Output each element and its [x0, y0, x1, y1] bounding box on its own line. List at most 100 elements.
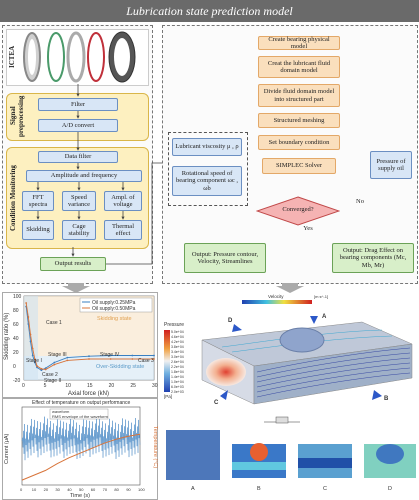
- skidding-x-tick: 20: [109, 383, 115, 389]
- output-drag-step: Output: Drag Effect on bearing component…: [332, 243, 414, 273]
- pressure-tick: 2.6e+04: [171, 360, 184, 364]
- over-skidding-label: Over-Skidding state: [96, 364, 144, 370]
- skidding-point: [88, 355, 90, 358]
- bearing-rings-icon: [23, 31, 136, 83]
- velocity-unit: [m s^-1]: [314, 294, 328, 299]
- marker-d: D: [228, 318, 233, 324]
- speed-variance-step: Speed variance: [62, 191, 96, 211]
- temperature-chart: Effect of temperature on output performa…: [4, 400, 158, 499]
- skidding-series-line-2: [25, 302, 154, 370]
- skidding-point: [40, 369, 43, 372]
- pressure-label: Pressure: [164, 322, 184, 328]
- pressure-tick: 3.0e+04: [171, 355, 184, 359]
- down-arrow-left-icon: [62, 283, 90, 293]
- legend-series-2: Oil supply:0.50MPa: [92, 306, 136, 312]
- data-filter-step: Data filter: [38, 151, 118, 163]
- temp-x-tick: 0: [20, 487, 23, 492]
- rotational-speed-input: Rotational speed of bearing component ωc…: [172, 166, 242, 196]
- skidding-y-tick: 80: [13, 308, 19, 314]
- skidding-point: [53, 361, 56, 364]
- skidding-point: [29, 333, 32, 336]
- skidding-point: [27, 316, 30, 318]
- skidding-point: [153, 354, 155, 357]
- skidding-x-tick: 15: [87, 383, 93, 389]
- thermal-effect-step: Thermal effect: [104, 220, 142, 240]
- pressure-tick: 6.0e+03: [171, 385, 184, 389]
- pressure-tick: 5.0e+04: [171, 330, 184, 334]
- velocity-label: Velocity: [268, 294, 284, 299]
- divide-fluid-step: Divide fluid domain model into structure…: [258, 84, 340, 107]
- skidding-point: [88, 358, 90, 360]
- temp-x-tick: 70: [103, 487, 108, 492]
- ad-convert-step: A/D convert: [38, 119, 118, 132]
- title-bar: Lubrication state prediction model: [0, 0, 419, 22]
- page-title: Lubrication state prediction model: [126, 4, 293, 18]
- waveform-line: [21, 416, 141, 461]
- skidding-step: Skidding: [22, 220, 54, 240]
- down-arrow-right-icon: [276, 283, 304, 293]
- yes-label: Yes: [303, 225, 313, 233]
- skidding-series-group: [25, 302, 155, 372]
- skidding-point: [31, 347, 34, 350]
- case2-label: Case 2: [42, 372, 58, 378]
- legend-series-1: Oil supply:0.25MPa: [92, 300, 136, 306]
- filter-step: Filter: [38, 98, 118, 111]
- thumb-b-label: B: [257, 486, 261, 492]
- skidding-point: [109, 354, 112, 357]
- skidding-x-tick: 0: [22, 383, 25, 389]
- cage-stability-step: Cage stability: [62, 220, 96, 240]
- skidding-point: [66, 356, 69, 359]
- ampl-voltage-step: Ampl. of voltage: [104, 191, 142, 211]
- stage3-label: Stage III: [48, 352, 67, 358]
- inputs-group: [168, 132, 248, 206]
- skidding-y-tick: 60: [13, 322, 19, 328]
- pressure-tick: 4.2e+04: [171, 340, 184, 344]
- skidding-y-axis-label: Skidding ratio (%): [4, 313, 10, 360]
- output-pressure-step: Output: Pressure contour, Velocity, Stre…: [184, 243, 266, 273]
- thumb-d-label: D: [388, 486, 392, 492]
- temp-y2-axis-label: Temperature (°C): [152, 426, 158, 468]
- temp-x-tick: 10: [32, 487, 37, 492]
- skidding-x-tick: 10: [65, 383, 71, 389]
- skidding-point: [44, 368, 47, 371]
- skidding-point: [44, 367, 47, 369]
- temp-x-axis-label: Time (s): [70, 493, 90, 499]
- set-boundary-step: Set boundary condition: [258, 135, 340, 150]
- axis-indicator-icon: [264, 416, 300, 424]
- stage2-label: Stage II: [44, 378, 61, 384]
- skidding-point: [33, 358, 36, 360]
- marker-a: A: [322, 314, 327, 320]
- skidding-point: [66, 359, 69, 362]
- skidding-point: [33, 361, 36, 364]
- skidding-point: [53, 363, 56, 366]
- temp-x-tick: 30: [55, 487, 60, 492]
- skidding-point: [36, 365, 38, 367]
- skidding-point: [40, 367, 43, 370]
- temp-legend-waveform: waveform: [52, 409, 70, 414]
- output-results-step: Output results: [40, 257, 106, 271]
- skidding-x-tick: 5: [44, 383, 47, 389]
- marker-c: C: [214, 400, 219, 406]
- thumb-a-label: A: [191, 486, 195, 492]
- pressure-tick: 1.8e+04: [171, 370, 184, 374]
- skidding-point: [109, 358, 112, 360]
- pressure-supply-input: Pressure of supply oil: [370, 151, 412, 179]
- pressure-tick: 2.2e+04: [171, 365, 184, 369]
- amplitude-frequency-step: Amplitude and frequency: [26, 170, 142, 182]
- converged-label: Converged?: [282, 206, 314, 214]
- pressure-tick: 1.0e+04: [171, 380, 184, 384]
- temp-x-tick: 100: [138, 487, 145, 492]
- temp-legend-rms: RMS envelope of the waveform: [52, 414, 108, 419]
- cfd-model-image: Velocity [m s^-1] Pressure 5.0e+044.6e+0…: [164, 294, 413, 406]
- structured-meshing-step: Structured meshing: [258, 113, 340, 128]
- pressure-tick: 3.4e+04: [171, 350, 184, 354]
- skidding-point: [131, 354, 134, 357]
- waveform-series: [21, 416, 141, 461]
- pressure-tick: 4.6e+04: [171, 335, 184, 339]
- skidding-point: [36, 366, 38, 369]
- skidding-y-tick: 20: [13, 350, 19, 356]
- temp-x-tick: 40: [67, 487, 72, 492]
- cfd-thumbnails: A B C D: [166, 430, 416, 492]
